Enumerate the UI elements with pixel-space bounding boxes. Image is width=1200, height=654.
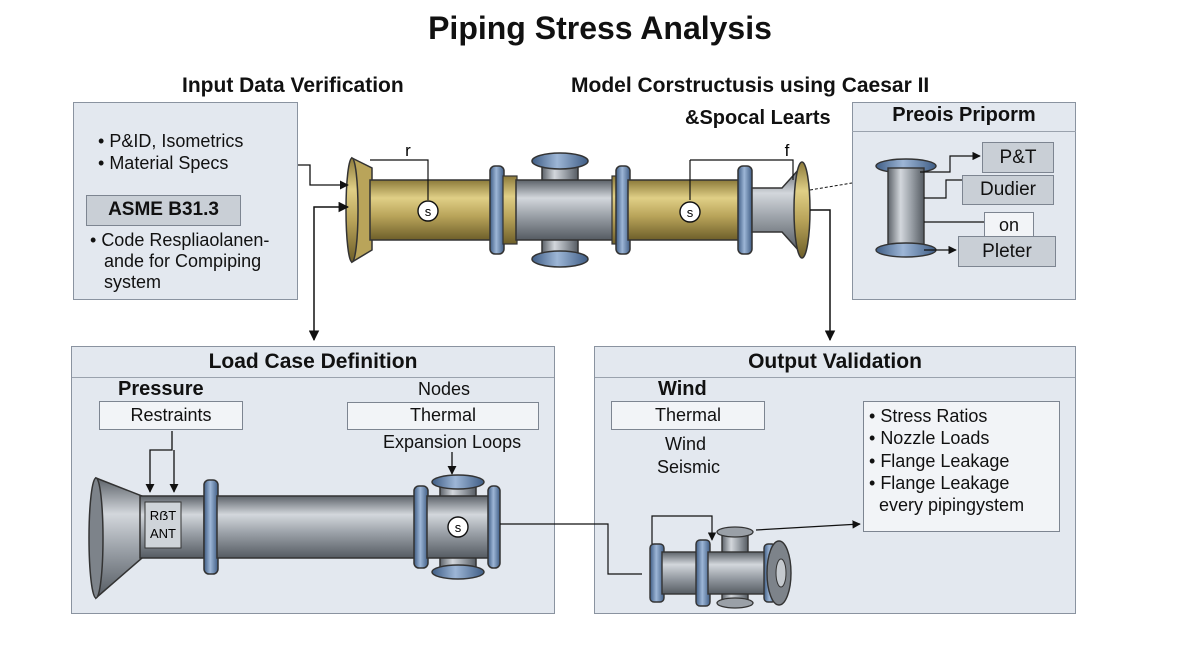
out-callout-line xyxy=(651,515,717,544)
left-bell-rim xyxy=(345,157,359,263)
wind-heading: Wind xyxy=(658,378,707,400)
restraint-arrow-1 xyxy=(145,431,173,493)
result-flange-leakage-1: Flange Leakage xyxy=(869,451,1009,472)
load-flange-1 xyxy=(203,479,219,575)
flange-right-2 xyxy=(737,165,753,255)
spool-arrow-pt xyxy=(920,151,981,173)
output-valve-assembly xyxy=(649,515,861,609)
tee-run xyxy=(515,179,615,241)
right-bell-rim xyxy=(793,161,811,259)
special-heading: &Spocal Learts xyxy=(685,107,831,129)
code-bullet-line2: ande for Compiping xyxy=(104,251,262,271)
load-sensor-label: s xyxy=(455,520,462,535)
nodes-label: Nodes xyxy=(418,379,471,399)
thermal-box-load: Thermal xyxy=(347,402,539,430)
thermal-box-output: Thermal xyxy=(611,401,765,430)
result-nozzle-loads: Nozzle Loads xyxy=(869,428,989,449)
output-validation-title: Output Validation xyxy=(595,347,1075,378)
pipe-to-loadcase-arrow xyxy=(308,201,350,342)
tee-top-flange xyxy=(531,152,589,170)
load-to-output-link xyxy=(500,523,642,575)
main-pipe-assembly: s s r f xyxy=(345,141,811,268)
load-case-title: Load Case Definition xyxy=(72,347,554,378)
load-flange-3 xyxy=(487,485,501,569)
sensor-label-2: s xyxy=(687,205,694,220)
pipe-to-preois-link xyxy=(809,182,853,191)
expansion-loops-label: Expansion Loops xyxy=(383,432,522,452)
preois-box-pleter: Pleter xyxy=(958,236,1056,267)
input-bullet-material: Material Specs xyxy=(98,153,228,174)
input-bullet-pid: P&ID, Isometrics xyxy=(98,131,243,152)
seismic-label: Seismic xyxy=(657,457,721,477)
steel-reducer xyxy=(751,166,801,254)
load-sensor-circle xyxy=(447,516,469,538)
plate-line-2: ANT xyxy=(150,526,176,541)
callout-f: f xyxy=(785,141,790,160)
flange-collar-1 xyxy=(502,175,518,245)
callout-line-f xyxy=(690,159,794,180)
preois-panel-title: Preois Priporm xyxy=(892,104,1036,126)
sensor-circle-1 xyxy=(417,200,439,222)
preois-box-pt: P&T xyxy=(982,142,1054,173)
load-tee-bottom-flange xyxy=(431,564,485,580)
plate-line-1: RẞT xyxy=(150,508,177,523)
code-bullet-line3: system xyxy=(104,272,162,292)
wind-label: Wind xyxy=(665,434,707,454)
spool-link-dudier xyxy=(924,179,962,199)
out-pipe-left xyxy=(661,551,699,595)
pressure-label: Pressure xyxy=(118,378,204,400)
out-end-bore xyxy=(775,558,787,588)
preois-divider xyxy=(852,131,1076,132)
model-construction-heading: Model Corstructusis using Caesar II xyxy=(571,74,930,97)
pipe-to-output-arrow xyxy=(810,209,836,342)
code-bullet-line1: Code Respliaolanen- xyxy=(90,230,269,251)
out-tee-bottom xyxy=(716,597,754,609)
out-to-results-arrow xyxy=(755,520,861,531)
load-case-pipe: RẞT ANT s xyxy=(88,431,501,600)
flange-left-1 xyxy=(489,165,505,255)
asme-code-box: ASME B31.3 xyxy=(86,195,241,226)
callout-line-r xyxy=(370,159,429,200)
input-data-heading: Input Data Verification xyxy=(182,74,404,97)
sensor-label-1: s xyxy=(425,204,432,219)
load-pipe-mid xyxy=(216,495,416,559)
load-bell-rim xyxy=(88,477,104,599)
load-flange-2 xyxy=(413,485,429,569)
restraints-box: Restraints xyxy=(99,401,243,430)
out-tee-run xyxy=(707,551,767,595)
input-to-pipe-arrow xyxy=(298,164,349,190)
callout-r: r xyxy=(405,141,411,160)
result-every-piping: every pipingystem xyxy=(879,495,1025,515)
load-id-plate xyxy=(144,501,182,549)
preois-spool xyxy=(875,151,984,258)
sensor-circle-2 xyxy=(679,201,701,223)
load-tee-top-flange xyxy=(431,474,485,490)
preois-box-dudier: Dudier xyxy=(962,175,1054,205)
spool-body xyxy=(887,167,925,249)
preois-box-on: on xyxy=(984,212,1034,238)
page-title: Piping Stress Analysis xyxy=(428,10,772,46)
out-tee-top xyxy=(716,526,754,538)
result-stress-ratios: Stress Ratios xyxy=(869,406,987,427)
result-flange-leakage-2: Flange Leakage xyxy=(869,473,1009,494)
tee-bottom-flange xyxy=(531,250,589,268)
